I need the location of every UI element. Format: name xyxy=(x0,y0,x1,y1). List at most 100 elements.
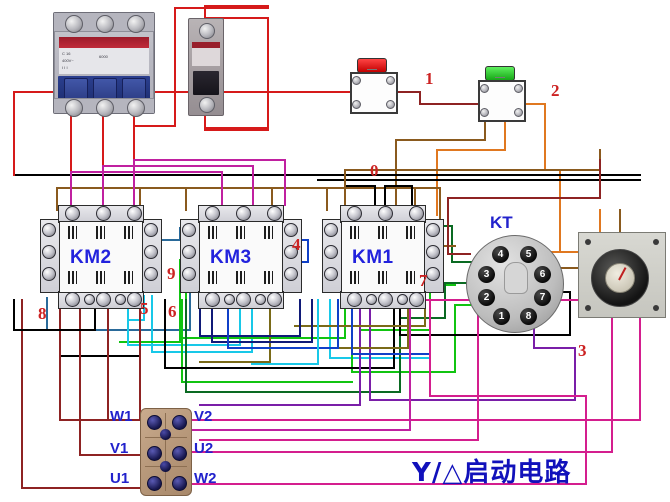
km2-bottom-terminal-1[interactable] xyxy=(65,292,80,307)
breaker-top-terminal-2[interactable] xyxy=(96,15,114,33)
breaker-top-terminal-1[interactable] xyxy=(65,15,83,33)
km1-bottom-terminal-2[interactable] xyxy=(378,292,393,307)
kt-pin-4[interactable]: 4 xyxy=(492,246,509,263)
breaker-bottom-terminal-3[interactable] xyxy=(127,99,145,117)
km3-aux-left-2[interactable] xyxy=(182,245,196,259)
motor-terminal-block[interactable] xyxy=(140,408,192,496)
contactor-km2[interactable]: KM2 xyxy=(40,205,162,309)
km1-contact-mark-4 xyxy=(350,271,359,284)
motor-terminal-w1[interactable] xyxy=(147,415,162,430)
km2-top-terminal-3[interactable] xyxy=(127,206,142,221)
km2-aux-left-1[interactable] xyxy=(42,223,56,237)
node-label-1: 1 xyxy=(425,69,434,88)
km3-top-terminal-1[interactable] xyxy=(205,206,220,221)
contactor-km3[interactable]: KM3 xyxy=(180,205,302,309)
timer-dial-face xyxy=(591,249,649,307)
km1-coil-terminal-a1[interactable] xyxy=(366,294,377,305)
three-pole-circuit-breaker[interactable]: C 16 400V~ 6000 I I I xyxy=(53,12,155,117)
single-breaker-bottom-terminal[interactable] xyxy=(199,97,215,113)
timer-relay-module[interactable] xyxy=(578,232,666,318)
timer-screw-bl xyxy=(585,305,591,311)
kt-pin-8[interactable]: 8 xyxy=(520,308,537,325)
start-terminal-bl[interactable] xyxy=(480,108,489,117)
km3-aux-right-1[interactable] xyxy=(284,223,298,237)
start-terminal-tr[interactable] xyxy=(514,84,523,93)
km2-contact-mark-4 xyxy=(68,271,77,284)
km1-aux-left-1[interactable] xyxy=(324,223,338,237)
km2-aux-right-2[interactable] xyxy=(144,245,158,259)
motor-terminal-u1[interactable] xyxy=(147,476,162,491)
motor-terminal-v1[interactable] xyxy=(147,446,162,461)
stop-terminal-tr[interactable] xyxy=(386,76,395,85)
km2-bottom-terminal-2[interactable] xyxy=(96,292,111,307)
km3-contact-mark-6 xyxy=(264,271,273,284)
kt-pin-5[interactable]: 5 xyxy=(520,246,537,263)
km2-coil-terminal-a2[interactable] xyxy=(115,294,126,305)
breaker-bottom-terminal-1[interactable] xyxy=(65,99,83,117)
motor-bridge-screw-top[interactable] xyxy=(160,429,171,440)
km1-bottom-terminal-3[interactable] xyxy=(409,292,424,307)
contactor-km1[interactable]: KM1 xyxy=(322,205,444,309)
stop-terminal-bl[interactable] xyxy=(352,100,361,109)
km1-aux-right-3[interactable] xyxy=(426,267,440,281)
motor-bridge-screw-bottom[interactable] xyxy=(160,461,171,472)
motor-terminal-u2[interactable] xyxy=(172,446,187,461)
km3-bottom-terminal-3[interactable] xyxy=(267,292,282,307)
km1-coil-terminal-a2[interactable] xyxy=(397,294,408,305)
km3-aux-right-2[interactable] xyxy=(284,245,298,259)
single-breaker-lever[interactable] xyxy=(193,71,219,95)
single-pole-circuit-breaker[interactable] xyxy=(188,18,224,116)
km2-aux-right-3[interactable] xyxy=(144,267,158,281)
stop-terminal-br[interactable] xyxy=(386,100,395,109)
km1-aux-left-2[interactable] xyxy=(324,245,338,259)
km3-bottom-terminal-2[interactable] xyxy=(236,292,251,307)
kt-pin-2[interactable]: 2 xyxy=(478,289,495,306)
km3-contact-mark-1 xyxy=(208,226,217,239)
km2-aux-left-2[interactable] xyxy=(42,245,56,259)
km2-aux-left-3[interactable] xyxy=(42,267,56,281)
km1-bottom-terminal-1[interactable] xyxy=(347,292,362,307)
km3-coil-terminal-a2[interactable] xyxy=(255,294,266,305)
node-label-2: 2 xyxy=(551,81,560,100)
kt-pin-6[interactable]: 6 xyxy=(534,266,551,283)
km3-bottom-terminal-1[interactable] xyxy=(205,292,220,307)
single-breaker-top-terminal[interactable] xyxy=(199,23,215,39)
node-label-9: 9 xyxy=(167,264,176,283)
km1-aux-left-3[interactable] xyxy=(324,267,338,281)
contactor-km1-label: KM1 xyxy=(352,247,394,268)
km3-aux-right-3[interactable] xyxy=(284,267,298,281)
km3-aux-left-1[interactable] xyxy=(182,223,196,237)
start-terminal-tl[interactable] xyxy=(480,84,489,93)
km3-top-terminal-2[interactable] xyxy=(236,206,251,221)
kt-pin-7[interactable]: 7 xyxy=(534,289,551,306)
km2-top-terminal-2[interactable] xyxy=(96,206,111,221)
motor-label-w2: W2 xyxy=(194,470,217,487)
km1-aux-right-2[interactable] xyxy=(426,245,440,259)
kt-pin-3[interactable]: 3 xyxy=(478,266,495,283)
kt-pin-1[interactable]: 1 xyxy=(493,308,510,325)
breaker-bottom-terminal-2[interactable] xyxy=(96,99,114,117)
start-terminal-br[interactable] xyxy=(514,108,523,117)
km2-bottom-terminal-3[interactable] xyxy=(127,292,142,307)
km1-top-terminal-3[interactable] xyxy=(409,206,424,221)
motor-terminal-v2[interactable] xyxy=(172,415,187,430)
km1-top-terminal-1[interactable] xyxy=(347,206,362,221)
km1-aux-right-1[interactable] xyxy=(426,223,440,237)
km2-contact-mark-1 xyxy=(68,226,77,239)
km3-aux-left-3[interactable] xyxy=(182,267,196,281)
stop-terminal-tl[interactable] xyxy=(352,76,361,85)
km2-aux-right-1[interactable] xyxy=(144,223,158,237)
km3-top-terminal-3[interactable] xyxy=(267,206,282,221)
km3-coil-terminal-a1[interactable] xyxy=(224,294,235,305)
km2-top-terminal-1[interactable] xyxy=(65,206,80,221)
km2-coil-terminal-a1[interactable] xyxy=(84,294,95,305)
motor-label-u1: U1 xyxy=(110,470,130,487)
motor-terminal-w2[interactable] xyxy=(172,476,187,491)
motor-label-v2: V2 xyxy=(194,408,213,425)
mtb-divider-v xyxy=(165,413,166,491)
breaker-brand-band xyxy=(59,37,149,48)
node-label-0: 0 xyxy=(370,161,379,180)
breaker-top-terminal-3[interactable] xyxy=(127,15,145,33)
timer-screw-tl xyxy=(585,239,591,245)
km1-top-terminal-2[interactable] xyxy=(378,206,393,221)
